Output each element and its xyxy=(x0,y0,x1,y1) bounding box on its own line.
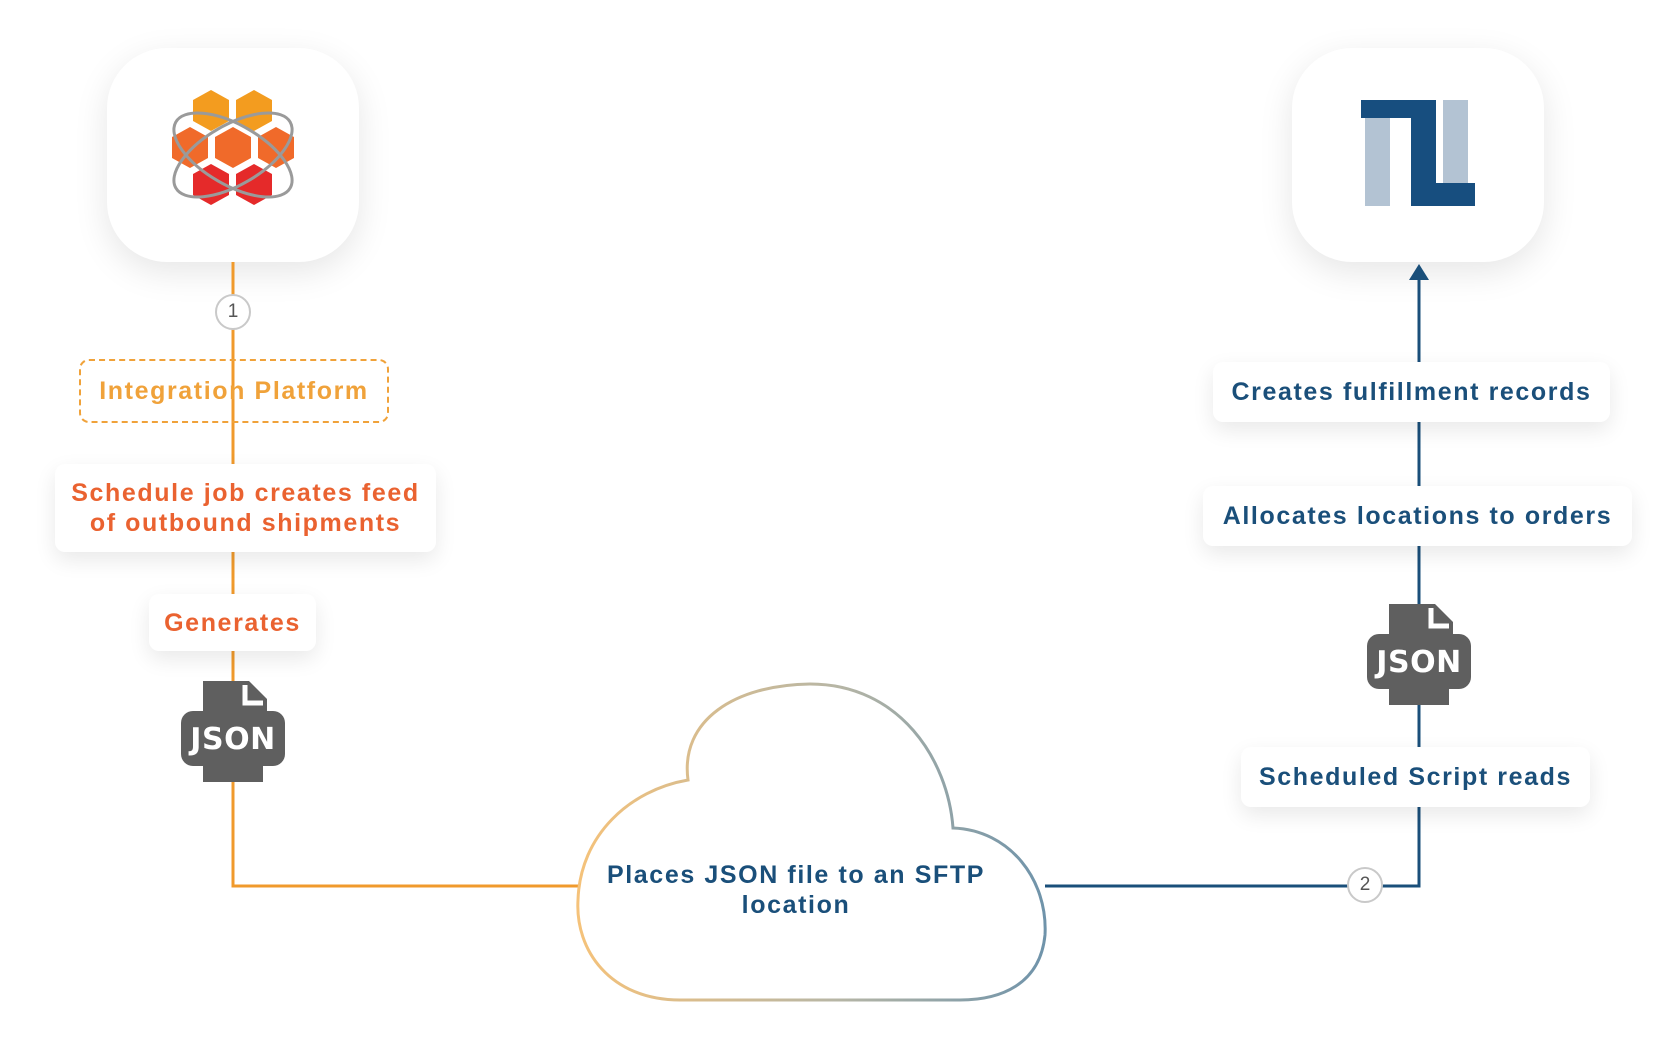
creates-records-text: Creates fulfillment records xyxy=(1231,378,1592,406)
json-file-icon-left: JSON xyxy=(181,681,285,782)
schedule-job-card: Schedule job creates feed of outbound sh… xyxy=(55,464,436,552)
creates-records-card: Creates fulfillment records xyxy=(1213,362,1610,422)
json-file-label-left: JSON xyxy=(190,722,276,757)
integration-platform-text: Integration Platform xyxy=(99,377,369,405)
schedule-job-line-2: of outbound shipments xyxy=(89,509,402,537)
sftp-cloud-text: Places JSON file to an SFTP location xyxy=(578,860,1014,920)
allocates-text: Allocates locations to orders xyxy=(1222,502,1613,530)
schedule-job-line-1: Schedule job creates feed xyxy=(71,479,420,507)
allocates-card: Allocates locations to orders xyxy=(1203,486,1632,546)
arrowhead-icon xyxy=(1409,264,1429,280)
generates-card: Generates xyxy=(149,594,316,651)
step-1-number: 1 xyxy=(227,301,239,322)
integration-platform-label: Integration Platform xyxy=(79,359,389,423)
sftp-cloud-shape xyxy=(576,682,1047,1002)
sftp-cloud-line-2: location xyxy=(741,891,851,919)
netsuite-n-icon xyxy=(1361,100,1475,206)
json-file-icon-right: JSON xyxy=(1367,604,1471,705)
generates-text: Generates xyxy=(164,608,301,637)
step-2-number: 2 xyxy=(1359,874,1371,895)
json-file-label-right: JSON xyxy=(1376,645,1462,680)
scheduled-script-card: Scheduled Script reads xyxy=(1241,747,1590,807)
hexagon-atom-icon xyxy=(172,90,294,205)
step-badge-1: 1 xyxy=(215,294,251,330)
step-badge-2: 2 xyxy=(1347,867,1383,903)
sftp-cloud-line-1: Places JSON file to an SFTP xyxy=(606,861,986,889)
scheduled-script-text: Scheduled Script reads xyxy=(1258,763,1573,791)
right-connector-line xyxy=(1045,278,1421,888)
left-connector-line xyxy=(231,262,578,888)
